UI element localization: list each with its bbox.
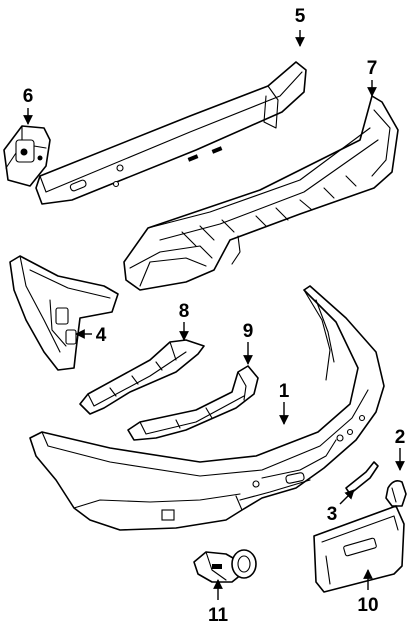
callout-6: 6	[23, 86, 34, 107]
callout-7: 7	[367, 58, 378, 79]
leader-lines	[23, 30, 405, 600]
callout-3: 3	[327, 504, 338, 525]
energy-absorber-part-7	[123, 95, 399, 291]
leader-3	[339, 489, 355, 505]
side-bracket-part-4	[9, 255, 119, 371]
callout-5: 5	[295, 6, 306, 27]
bracket-part-9	[127, 365, 259, 441]
license-bracket-part-10	[313, 505, 405, 593]
bracket-part-6	[3, 125, 51, 187]
bracket-part-3	[345, 461, 379, 495]
callout-4: 4	[96, 325, 107, 346]
callout-labels: 5 7 6 4 8 9 1 2 3 10 11	[23, 6, 406, 626]
callout-11: 11	[208, 605, 229, 626]
callout-10: 10	[357, 595, 378, 616]
impact-bar-part-5	[35, 61, 307, 205]
bracket-part-8	[79, 339, 205, 415]
callout-1: 1	[279, 381, 290, 402]
sensor-part-11	[193, 549, 257, 583]
callout-2: 2	[395, 427, 406, 448]
bumper-cover-part-1	[29, 285, 385, 531]
callout-9: 9	[243, 321, 254, 342]
callout-8: 8	[179, 301, 190, 322]
cap-part-2	[385, 480, 407, 507]
